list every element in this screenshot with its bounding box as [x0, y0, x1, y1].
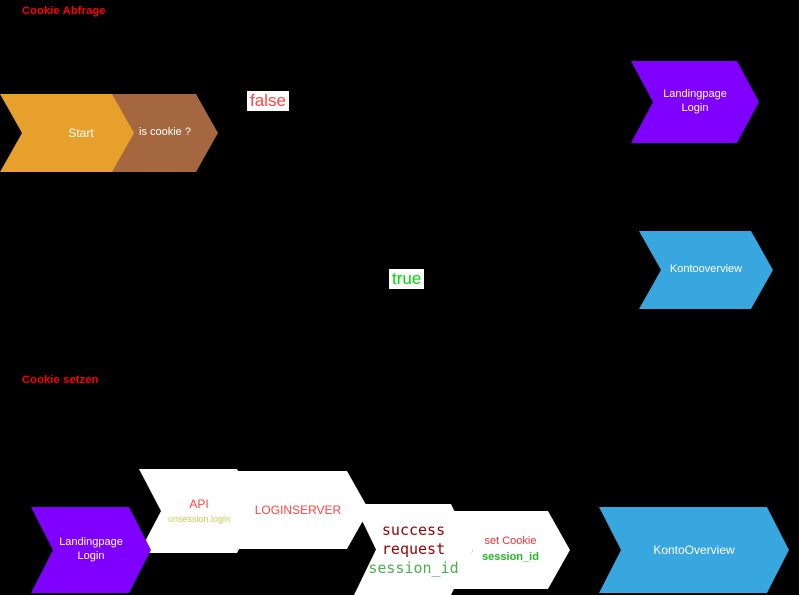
start-node-label: Start: [68, 125, 94, 140]
kontooverview-label-top: Kontooverview: [669, 263, 743, 276]
landingpage-login-node-top: Landingpage Login: [631, 61, 759, 143]
loginserver-label: LOGINSERVER: [254, 502, 342, 517]
session-id-label: session_id: [368, 558, 459, 577]
landingpage-login-label-top: Landingpage Login: [663, 88, 727, 114]
loginserver-node: LOGINSERVER: [227, 471, 369, 549]
landingpage-login-node-bottom: Landingpage Login: [31, 507, 151, 593]
landingpage-login-label-bottom: Landingpage Login: [59, 536, 123, 562]
section-label-cookie-setzen: Cookie setzen: [22, 374, 99, 386]
api-label: API: [189, 496, 209, 511]
kontooverview-node-bottom: KontoOverview: [599, 507, 789, 593]
api-endpoint-label: unsession.login: [167, 513, 231, 524]
is-cookie-label: is cookie ?: [139, 126, 191, 139]
success-label: success: [381, 521, 446, 540]
branch-label-false: false: [247, 91, 289, 111]
branch-label-true: true: [389, 269, 425, 289]
set-cookie-session-id-label: session_id: [482, 551, 539, 563]
request-label: request: [381, 540, 446, 559]
kontooverview-node-top: Kontooverview: [639, 231, 773, 309]
set-cookie-label: set Cookie: [484, 535, 537, 548]
section-label-cookie-abfrage: Cookie Abfrage: [22, 5, 106, 17]
kontooverview-label-bottom: KontoOverview: [653, 542, 735, 557]
